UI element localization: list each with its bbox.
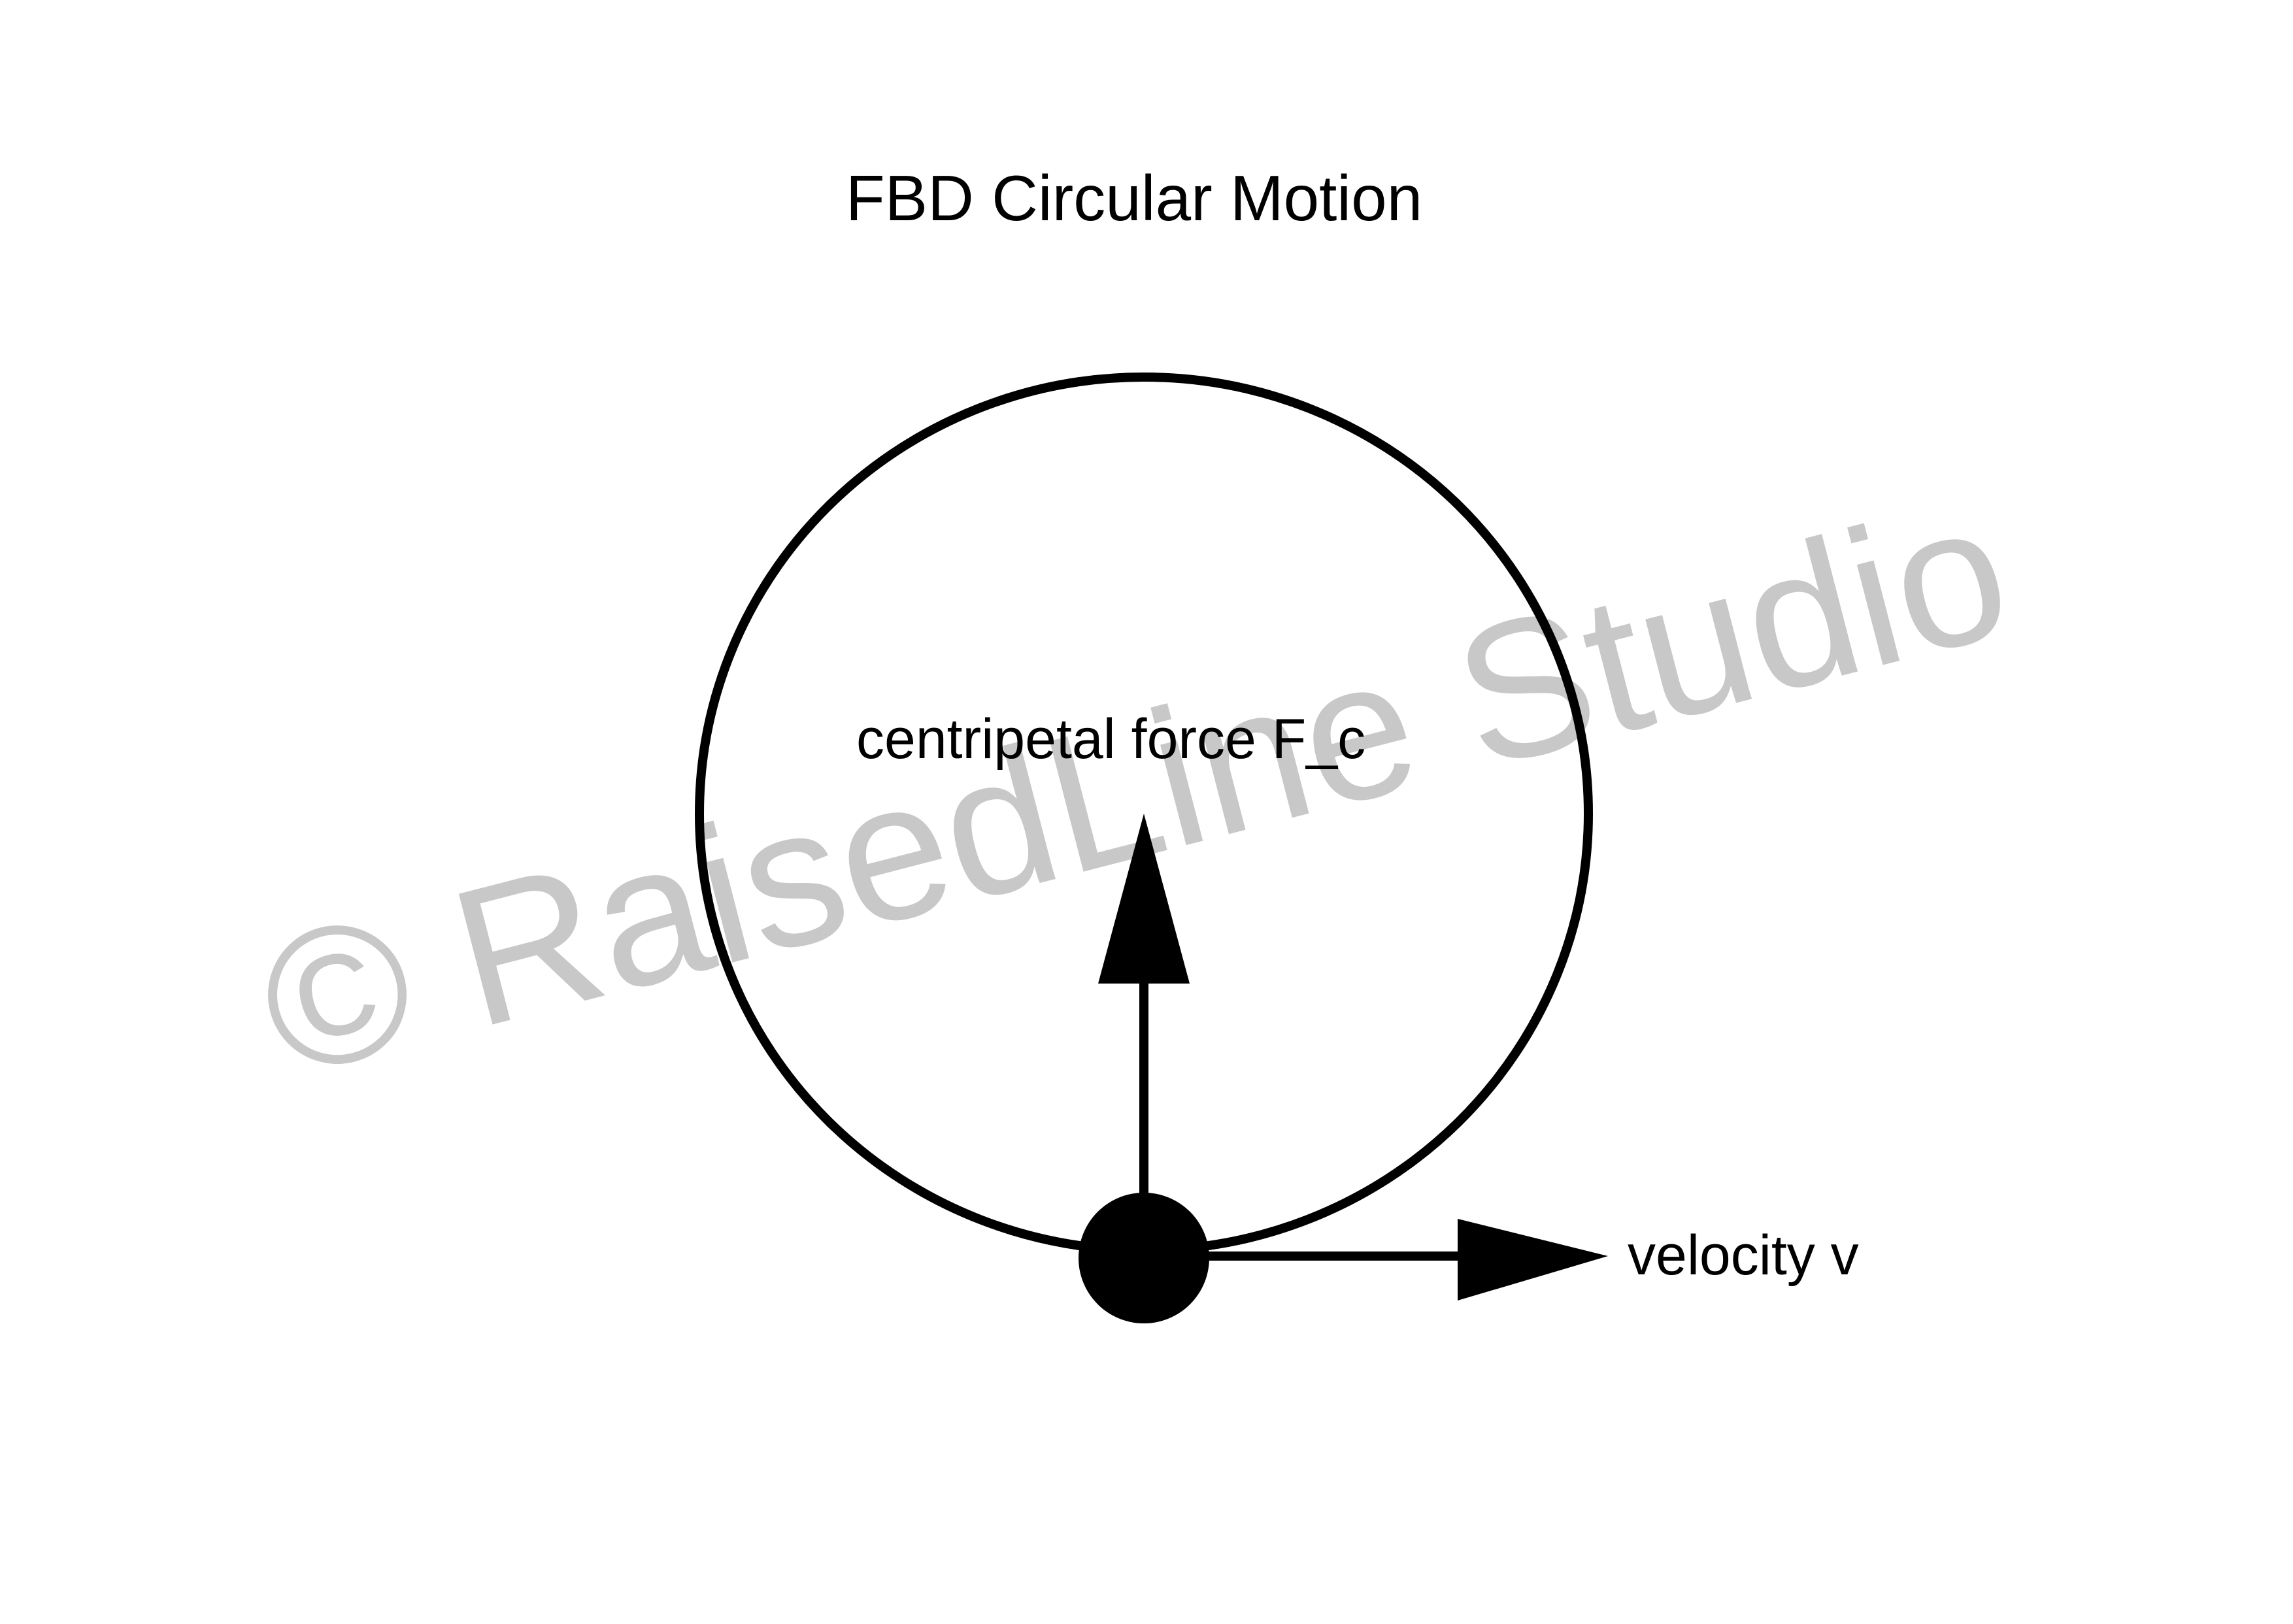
watermark-group: © RaisedLine Studio <box>240 458 2028 1119</box>
watermark-text: © RaisedLine Studio <box>240 458 2028 1119</box>
centripetal-force-arrow <box>1098 814 1190 1196</box>
moving-object-dot <box>1079 1193 1209 1323</box>
centripetal-arrow-head <box>1098 814 1190 984</box>
velocity-arrow <box>1163 1219 1608 1301</box>
velocity-arrow-head <box>1458 1219 1608 1301</box>
diagram-title: FBD Circular Motion <box>846 162 1422 234</box>
centripetal-force-label: centripetal force F_c <box>856 708 1365 771</box>
velocity-label: velocity v <box>1628 1224 1859 1287</box>
